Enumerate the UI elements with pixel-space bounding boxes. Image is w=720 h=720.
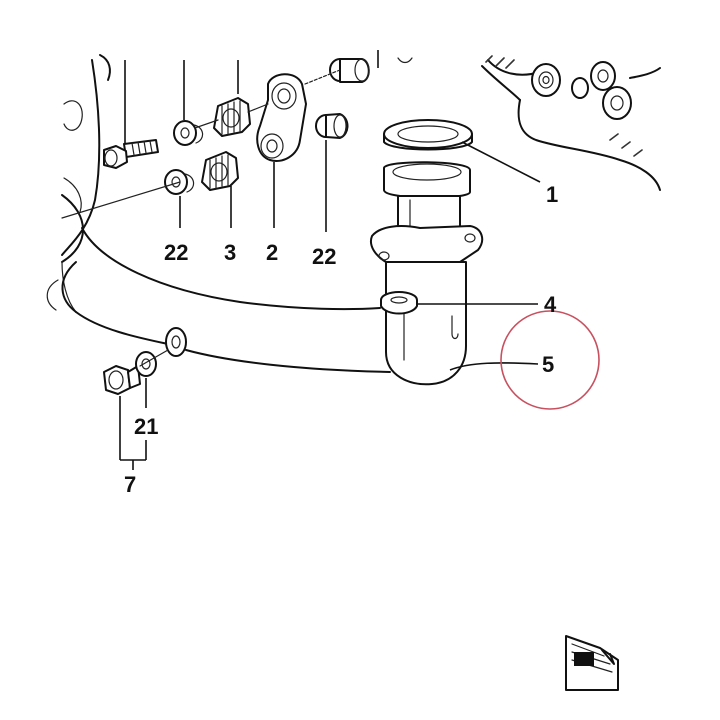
coolant-hose <box>46 227 391 373</box>
callout-22-right: 22 <box>312 244 336 269</box>
callout-7: 7 <box>124 472 136 497</box>
callout-1: 1 <box>546 182 558 207</box>
engine-casing-right <box>481 55 661 191</box>
assembly-axis-upper <box>194 119 219 129</box>
grommet-right <box>315 113 349 139</box>
callout-leaders-top-group <box>179 140 327 232</box>
casing-bolt-4 <box>571 77 589 99</box>
washer-21 <box>135 351 157 377</box>
screw-7 <box>103 365 141 395</box>
callout-22-left: 22 <box>164 240 188 265</box>
right-leaders <box>418 141 541 371</box>
top-leaders <box>124 50 413 150</box>
bracket-leader-7 <box>119 378 147 470</box>
rubber-bushing-upper <box>213 97 251 137</box>
washer-lower-left <box>164 169 195 195</box>
rubber-bushing-lower <box>201 151 239 191</box>
assembly-axis-mid <box>247 103 269 113</box>
screw-axis <box>139 349 169 367</box>
casing-bolt-1 <box>531 63 561 97</box>
hose-clamp-nub <box>165 327 187 357</box>
engine-casing-left <box>61 54 111 313</box>
seal-ring <box>383 119 473 151</box>
callout-21: 21 <box>134 414 158 439</box>
callout-5: 5 <box>542 352 554 377</box>
o-ring-4 <box>380 291 418 315</box>
callout-3: 3 <box>224 240 236 265</box>
callout-4: 4 <box>544 292 557 317</box>
washer-upper <box>173 120 204 146</box>
callout-2: 2 <box>266 240 278 265</box>
parts-catalog-emblem-icon <box>565 635 619 691</box>
highlight-circle-5 <box>500 310 600 410</box>
top-bolt <box>304 58 370 85</box>
casing-bolt-2 <box>590 61 616 91</box>
water-neck-assembly <box>370 119 484 386</box>
assembly-axis <box>61 181 181 219</box>
casing-bolt-3 <box>602 86 632 120</box>
long-bolt <box>103 139 159 169</box>
mounting-bracket <box>256 73 307 162</box>
